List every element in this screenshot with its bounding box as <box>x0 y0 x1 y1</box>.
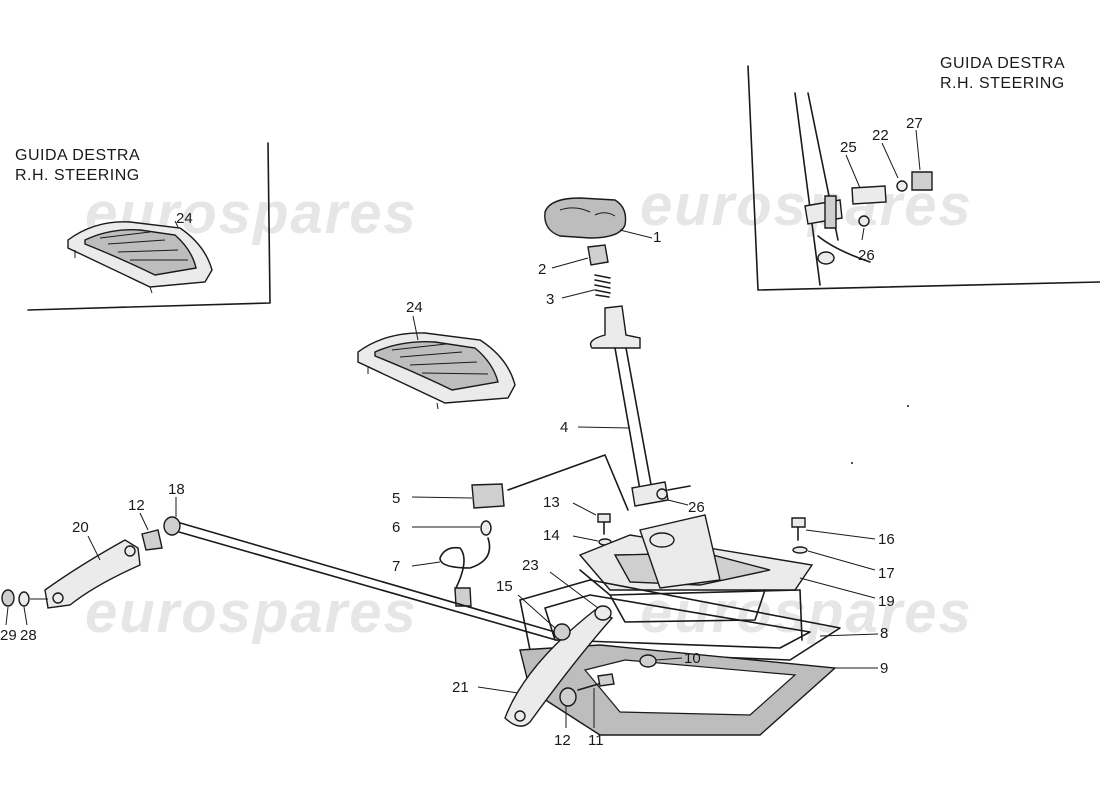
inset-right-rh-steering: GUIDA DESTRA R.H. STEERING 25 22 27 26 <box>747 55 1100 291</box>
callout-4: 4 <box>560 419 568 436</box>
callout-6: 6 <box>392 519 400 536</box>
callout-2: 2 <box>538 261 546 278</box>
inset-caption: R.H. STEERING <box>940 75 1065 92</box>
callout-25: 25 <box>840 139 857 156</box>
callout-26: 26 <box>688 499 705 516</box>
gasket: 9 <box>519 644 888 736</box>
callout-24: 24 <box>176 210 193 227</box>
gear-lever: 4 <box>560 305 653 491</box>
gear-knob: 1 <box>544 197 661 246</box>
lever-bushes: 15 23 <box>496 557 599 641</box>
spring: 3 <box>546 274 611 308</box>
callout-12: 12 <box>128 497 145 514</box>
callout-5: 5 <box>392 490 400 507</box>
mounting-frame: 8 <box>519 579 888 661</box>
inset-caption: GUIDA DESTRA <box>15 147 140 164</box>
gate-housing: 19 <box>578 514 895 641</box>
callout-17: 17 <box>878 565 895 582</box>
callout-14: 14 <box>543 527 560 544</box>
lower-lever: 21 <box>452 605 614 727</box>
callout-7: 7 <box>392 558 400 575</box>
watermark-layer: eurospares eurospares eurospares eurospa… <box>85 173 971 645</box>
callout-21: 21 <box>452 679 469 696</box>
callout-10: 10 <box>684 650 701 667</box>
callout-13: 13 <box>543 494 560 511</box>
callout-15: 15 <box>496 578 513 595</box>
bolt-washer-left: 13 14 <box>543 494 612 546</box>
inset-frame <box>27 142 271 311</box>
callout-19: 19 <box>878 593 895 610</box>
callout-24: 24 <box>406 299 423 316</box>
nut: 10 <box>639 650 701 668</box>
lever-base-fittings: 26 <box>631 481 705 516</box>
knob-bush: 2 <box>538 244 609 278</box>
callout-8: 8 <box>880 625 888 642</box>
gear-selector-cover: 24 <box>357 299 516 410</box>
callout-1: 1 <box>653 229 661 246</box>
bolt-washer-right: 16 17 <box>791 517 895 582</box>
inset-caption: GUIDA DESTRA <box>940 55 1065 72</box>
callout-28: 28 <box>20 627 37 644</box>
callout-29: 29 <box>0 627 17 644</box>
watermark-text: eurospares <box>85 580 418 645</box>
switch-connector: 5 6 7 <box>392 454 629 607</box>
callout-16: 16 <box>878 531 895 548</box>
bracket: 20 <box>44 519 141 609</box>
callout-23: 23 <box>522 557 539 574</box>
inset-frame <box>747 65 1100 291</box>
callout-27: 27 <box>906 115 923 132</box>
callout-9: 9 <box>880 660 888 677</box>
inset-left-rh-steering: GUIDA DESTRA R.H. STEERING 24 <box>15 142 271 311</box>
callout-26: 26 <box>858 247 875 264</box>
callout-22: 22 <box>872 127 889 144</box>
callout-3: 3 <box>546 291 554 308</box>
inset-caption: R.H. STEERING <box>15 167 140 184</box>
gear-selector-cover-small <box>67 221 213 294</box>
lower-bolt: 12 11 <box>554 673 615 749</box>
rod-bush: 12 <box>128 497 163 551</box>
callout-18: 18 <box>168 481 185 498</box>
callout-12: 12 <box>554 732 571 749</box>
shift-rod: 18 <box>163 481 557 641</box>
callout-11: 11 <box>588 732 604 749</box>
callout-20: 20 <box>72 519 89 536</box>
end-nuts: 29 28 <box>0 589 48 644</box>
